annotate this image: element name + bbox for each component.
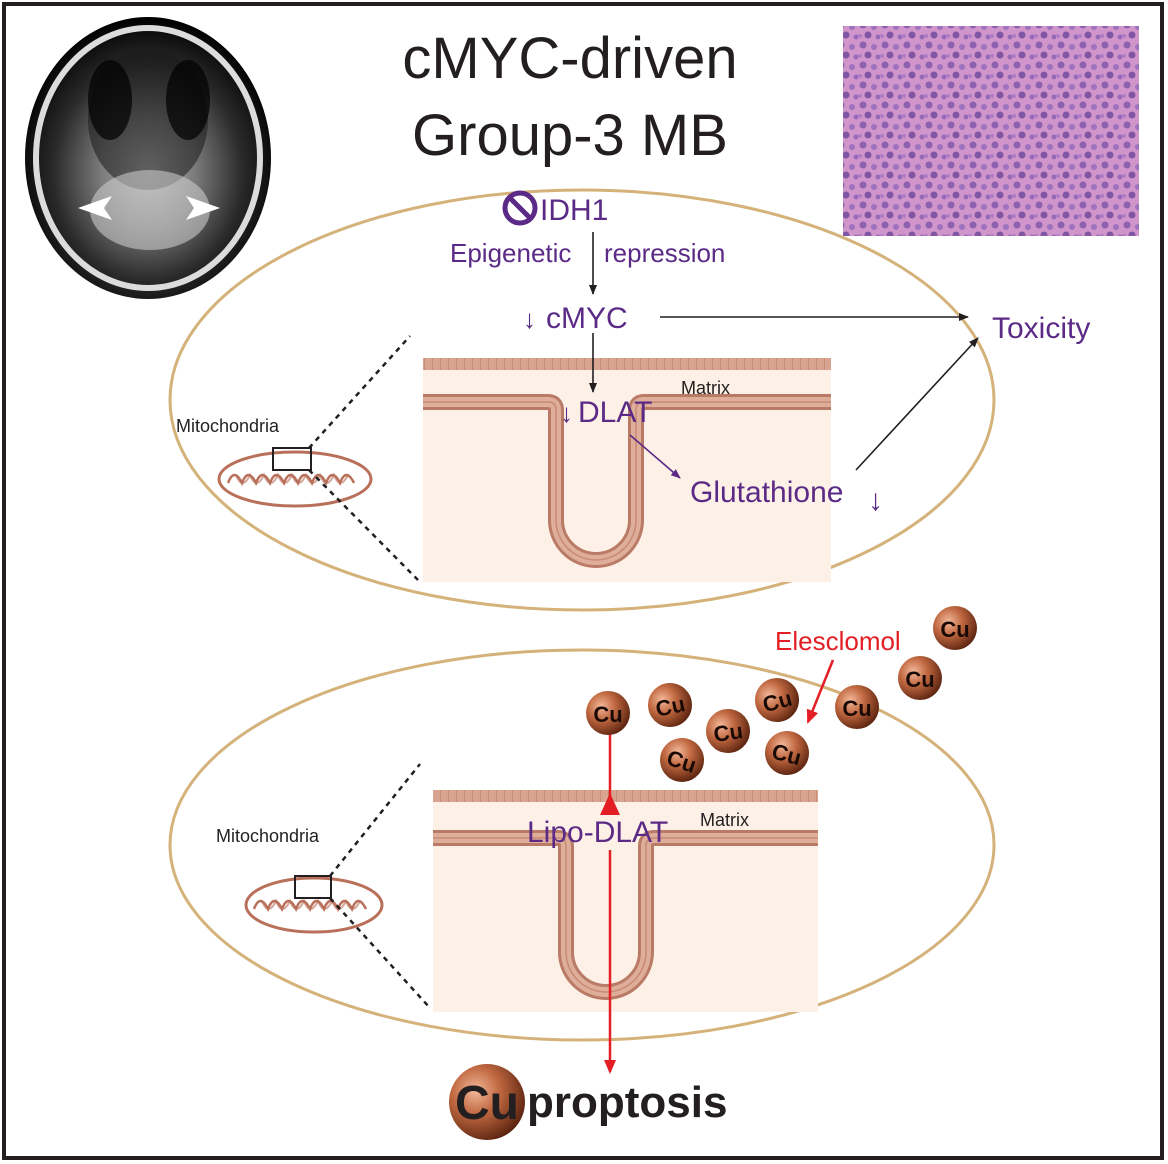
arrow-glutathione-to-toxicity <box>855 337 979 471</box>
prohibition-icon <box>502 190 538 226</box>
cu-ion: Cu <box>933 606 977 650</box>
bottom-mitochondrion-icon <box>244 875 384 934</box>
mri-scan-image <box>25 17 271 299</box>
cu-ion: Cu <box>660 738 704 782</box>
top-mitochondrion-icon <box>217 447 373 508</box>
arrow-elesclomol <box>806 659 835 724</box>
dlat-down-arrow: ↓ <box>560 398 573 428</box>
cu-ion: Cu <box>648 683 692 727</box>
cuproptosis-rest-text: proptosis <box>527 1078 727 1127</box>
cuproptosis-cu-sphere <box>449 1064 525 1140</box>
cu-ion: Cu <box>586 691 630 735</box>
cu-ion: Cu <box>755 678 799 722</box>
elesclomol-label: Elesclomol <box>775 626 901 656</box>
cmyc-label: cMYC <box>546 302 628 335</box>
svg-text:Cu: Cu <box>842 696 871 721</box>
bottom-cell-outline <box>168 648 996 1042</box>
epigenetic-label: Epigenetic <box>450 238 571 268</box>
title-line-2: Group-3 MB <box>412 103 728 168</box>
idh1-label: IDH1 <box>540 194 608 227</box>
cu-ion: Cu <box>706 709 750 753</box>
red-arrowhead-up-icon <box>600 793 620 815</box>
title-line-1: cMYC-driven <box>402 26 737 91</box>
lipo-dlat-label: Lipo-DLAT <box>527 816 668 849</box>
top-matrix-panel <box>423 358 831 582</box>
svg-text:Cu: Cu <box>712 718 745 747</box>
svg-text:Cu: Cu <box>593 702 622 727</box>
cuproptosis-cu-text: Cu <box>455 1077 519 1130</box>
bottom-mitochondria-label: Mitochondria <box>216 826 320 846</box>
repression-label: repression <box>604 238 725 268</box>
arrow-dlat-to-glutathione <box>629 434 681 479</box>
arrowhead-left-icon <box>78 196 112 220</box>
cu-ion: Cu <box>835 685 879 729</box>
svg-text:Cu: Cu <box>905 667 934 692</box>
glutathione-label: Glutathione <box>690 476 843 509</box>
arrowhead-right-icon <box>186 196 220 220</box>
svg-text:Cu: Cu <box>653 691 687 722</box>
cu-ion: Cu <box>898 656 942 700</box>
top-mitochondria-label: Mitochondria <box>176 416 280 436</box>
copper-ions: Cu Cu Cu Cu Cu Cu Cu Cu Cu <box>586 606 977 782</box>
glutathione-down-arrow: ↓ <box>868 484 883 517</box>
cuproptosis-label: Cu proptosis <box>449 1064 727 1140</box>
bottom-matrix-panel <box>433 790 818 1012</box>
dlat-label: DLAT <box>578 396 652 429</box>
top-cell-outline <box>168 188 996 612</box>
cmyc-down-arrow: ↓ <box>523 304 536 334</box>
cu-ion: Cu <box>765 731 809 775</box>
svg-text:Cu: Cu <box>940 617 969 642</box>
top-matrix-label: Matrix <box>681 378 730 398</box>
bottom-matrix-label: Matrix <box>700 810 749 830</box>
histology-image <box>843 26 1139 236</box>
toxicity-label: Toxicity <box>992 312 1090 345</box>
